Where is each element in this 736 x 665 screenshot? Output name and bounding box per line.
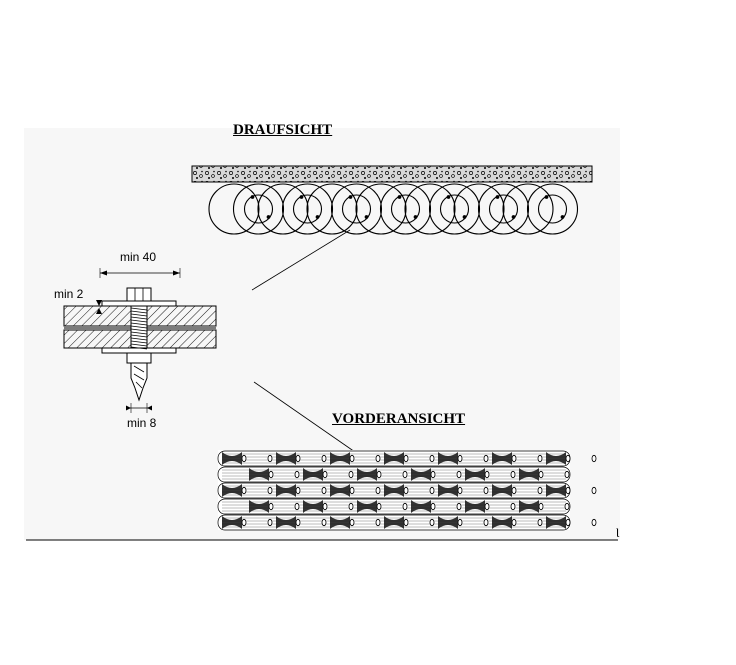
washer-ring [208,183,260,235]
corner-glyph: Ɩ [616,525,620,540]
washer-ring [281,183,334,235]
lower-washer [101,347,177,354]
connector-line-top [251,229,351,291]
washer-ring [257,183,309,235]
connector-line-bottom [253,381,369,462]
bolt-head [126,287,152,302]
washer-row [208,183,579,235]
coil-row [217,466,571,483]
coil-row [217,450,597,467]
coil-row [217,498,571,515]
washer-ring [330,183,383,235]
bolt-detail [63,268,217,413]
gravel-strip [191,165,593,183]
bolt-nut [126,352,152,364]
washer-ring [502,183,554,235]
washer-ring [526,183,579,235]
drill-tip [130,362,148,402]
washer-ring [379,183,432,235]
washer-ring [355,183,407,235]
dimension-label-bolt-diameter: min 8 [127,416,157,430]
top-view-heading: DRAUFSICHT [233,122,333,138]
washer-ring [428,183,481,235]
coil-rows [217,450,597,531]
front-view [217,450,597,531]
front-view-heading: VORDERANSICHT [332,411,466,427]
top-view [191,165,593,235]
washer-ring [453,183,505,235]
washer-ring [477,183,530,235]
coil-row [217,482,597,499]
washer-ring [404,183,456,235]
washer-ring [232,183,285,235]
washer-ring [306,183,358,235]
dimension-label-washer-width: min 40 [120,250,157,264]
upper-washer [101,300,177,307]
coil-row [217,514,597,531]
dimension-label-washer-thickness: min 2 [54,287,84,301]
